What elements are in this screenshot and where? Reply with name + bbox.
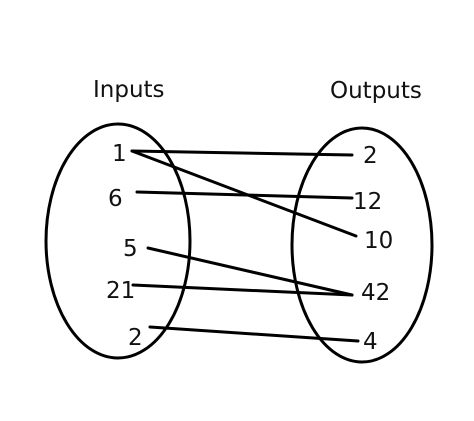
mapping-line-6-to-12 — [135, 190, 354, 200]
mapping-line-5-to-42 — [146, 246, 354, 297]
output-value-42: 42 — [361, 280, 390, 306]
inputs-oval — [44, 122, 192, 360]
input-value-21: 21 — [106, 278, 135, 304]
mapping-line-2-to-4 — [148, 325, 360, 343]
mapping-line-21-to-42 — [131, 283, 354, 297]
input-value-1: 1 — [112, 141, 127, 167]
mapping-line-1-to-2 — [130, 149, 354, 157]
outputs-oval — [290, 126, 434, 364]
output-value-4: 4 — [363, 329, 378, 355]
inputs-header: Inputs — [93, 77, 165, 103]
input-value-2: 2 — [128, 325, 143, 351]
output-value-12: 12 — [353, 189, 382, 215]
outputs-header: Outputs — [330, 78, 422, 104]
output-value-10: 10 — [364, 228, 393, 254]
input-value-6: 6 — [108, 186, 123, 212]
input-value-5: 5 — [123, 236, 138, 262]
output-value-2: 2 — [363, 143, 378, 169]
mapping-lines — [130, 149, 360, 343]
